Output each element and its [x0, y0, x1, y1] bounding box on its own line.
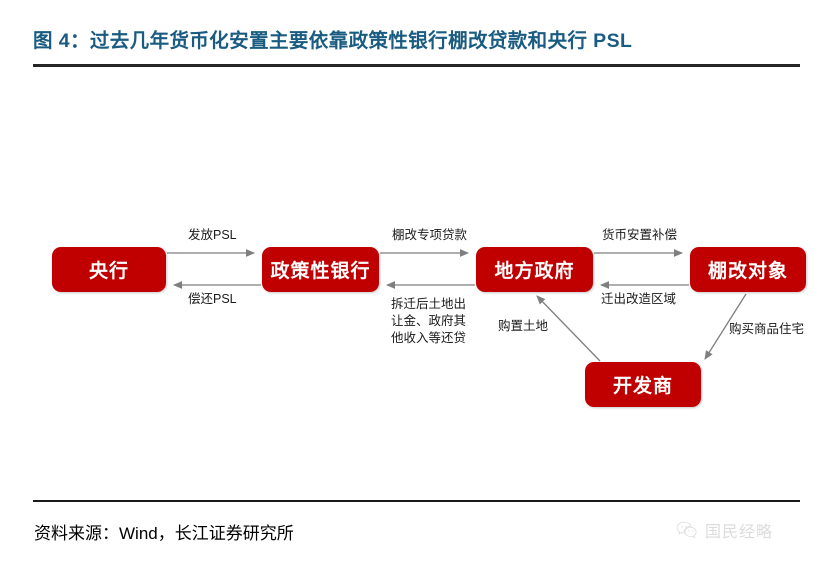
edge-label-shed-loan: 棚改专项贷款 — [392, 228, 468, 242]
edge-label-land-repay: 拆迁后土地出让金、政府其他收入等还贷 — [391, 297, 467, 345]
edge-label-repay-psl: 偿还PSL — [188, 292, 237, 306]
node-label: 政策性银行 — [270, 261, 371, 282]
edge-label-buy-house: 购买商品住宅 — [729, 322, 805, 336]
node-label: 央行 — [88, 261, 129, 282]
edge-label-compensation: 货币安置补偿 — [602, 228, 678, 242]
edge-label-move-out: 迁出改造区域 — [601, 292, 677, 306]
edge-label-buy-land: 购置土地 — [498, 319, 549, 333]
node-policy-bank[interactable]: 政策性银行 — [262, 247, 379, 292]
node-shed-reform-target[interactable]: 棚改对象 — [690, 247, 806, 292]
node-central-bank[interactable]: 央行 — [52, 247, 166, 292]
footer-divider — [33, 500, 800, 502]
node-label: 棚改对象 — [707, 261, 788, 282]
node-developer[interactable]: 开发商 — [585, 362, 701, 407]
page-title: 图 4：过去几年货币化安置主要依靠政策性银行棚改贷款和央行 PSL — [33, 30, 633, 52]
edge-label-issue-psl: 发放PSL — [188, 228, 237, 242]
arrow-buy-land — [536, 295, 601, 362]
node-label: 地方政府 — [494, 261, 575, 282]
arrow-buy-house — [704, 293, 747, 360]
title-divider — [33, 64, 800, 67]
source-note: 资料来源：Wind，长江证券研究所 — [34, 524, 294, 543]
node-local-government[interactable]: 地方政府 — [476, 247, 593, 292]
node-label: 开发商 — [612, 376, 673, 397]
